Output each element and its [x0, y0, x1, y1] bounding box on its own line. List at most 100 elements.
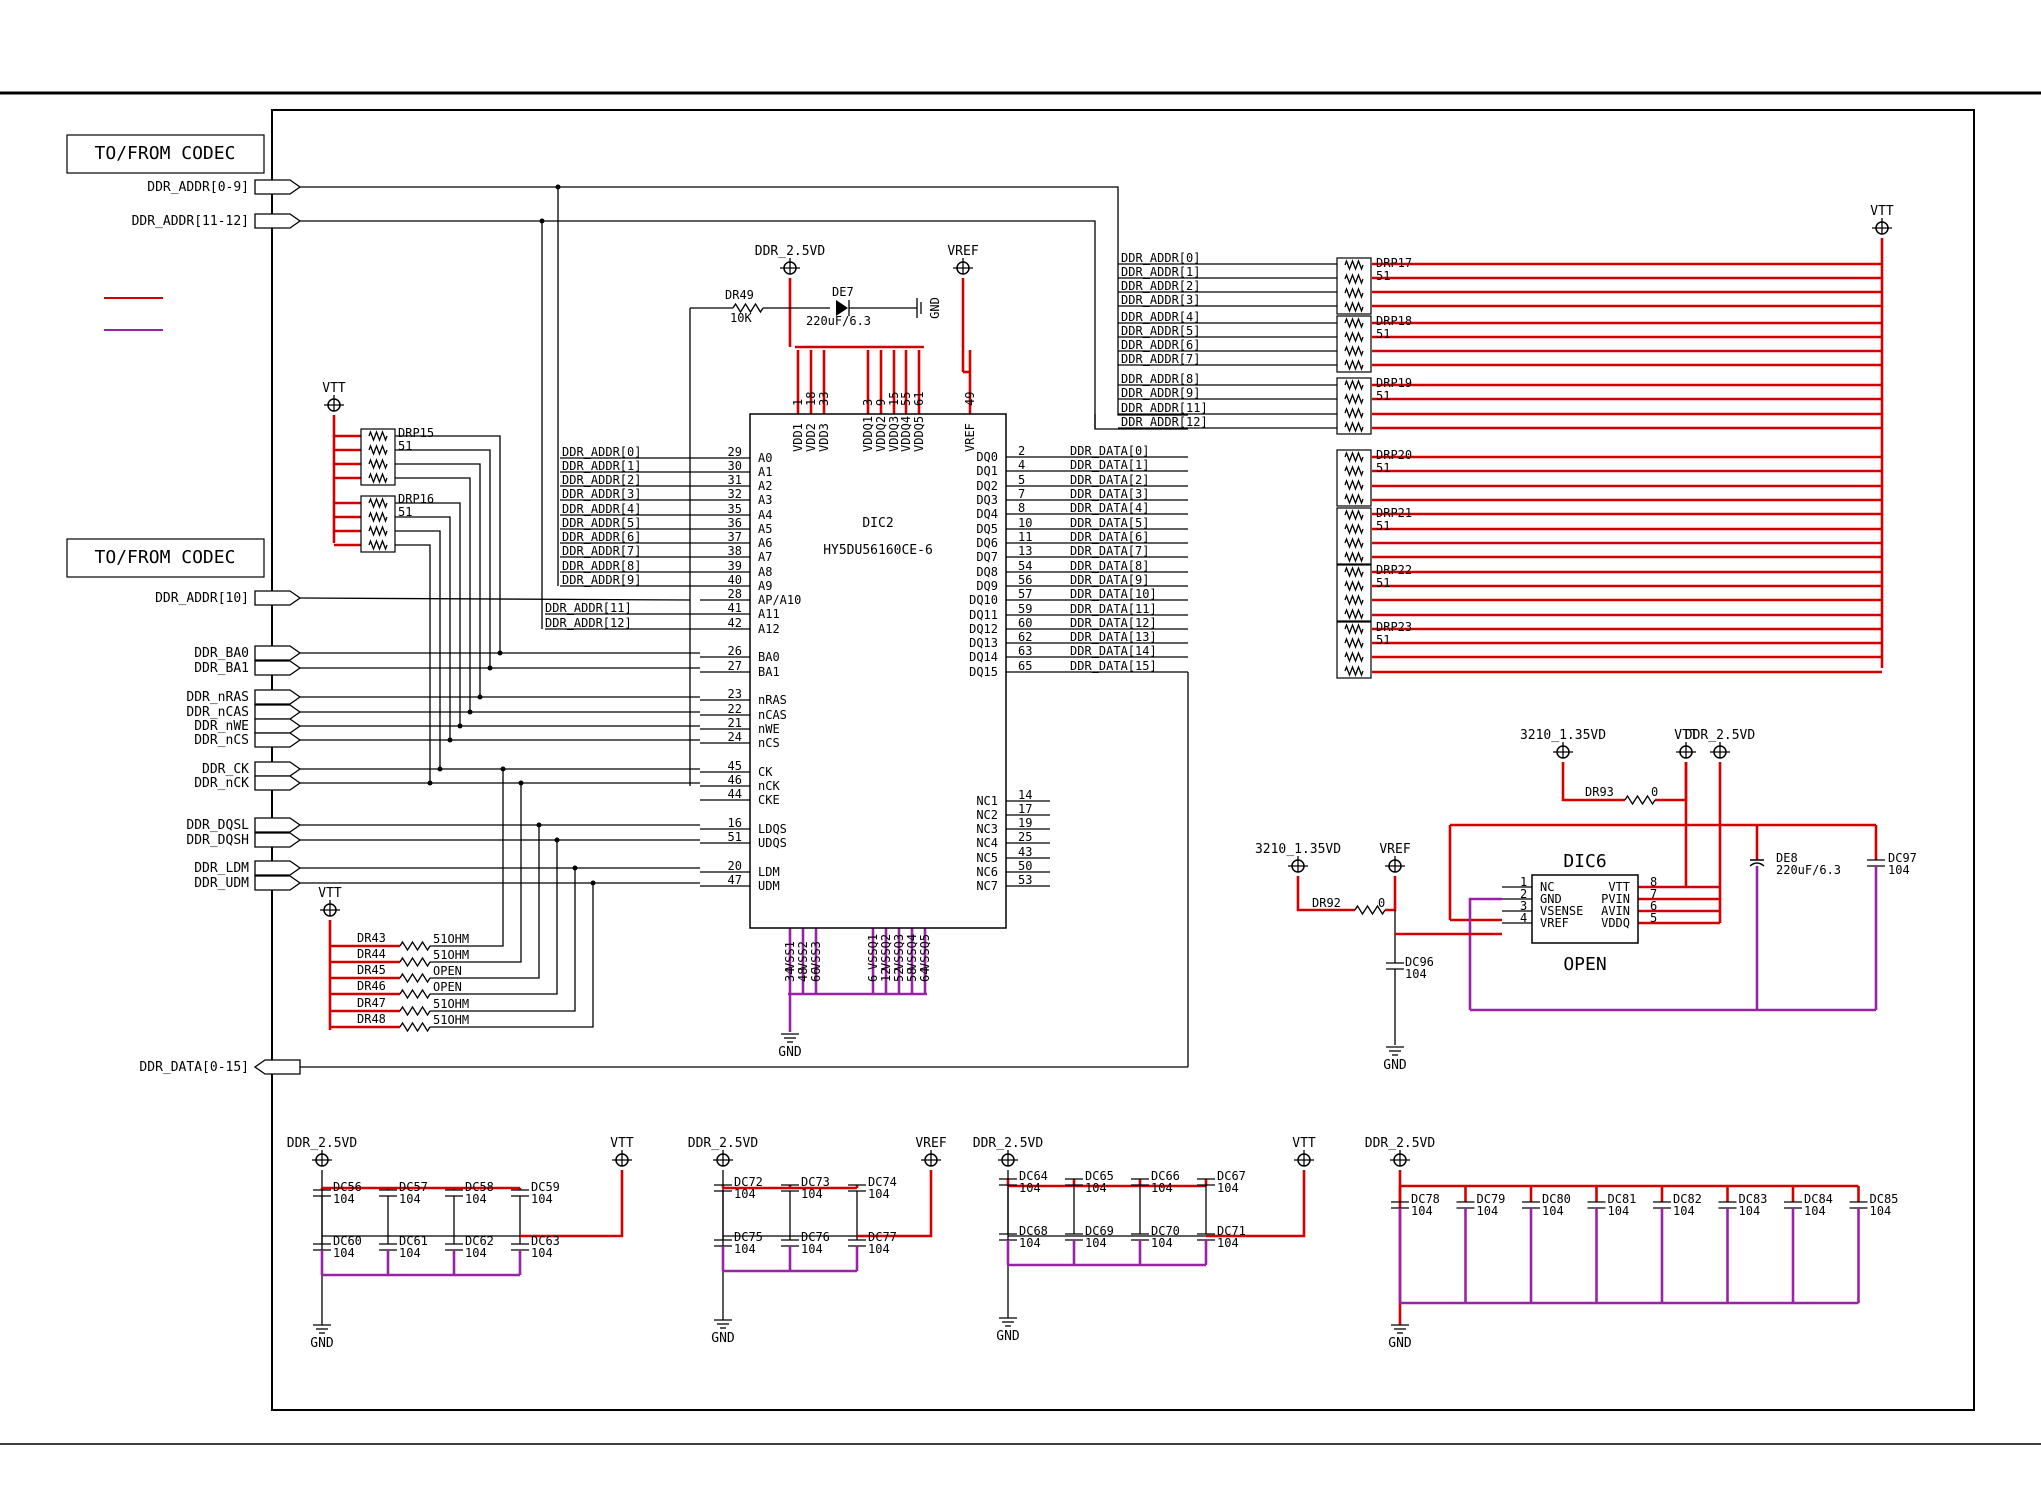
decap-1-right-label: VREF — [915, 1136, 946, 1151]
dic6-left-pin-num: 1 — [1520, 875, 1527, 889]
decap-3-left-symbol — [1393, 1153, 1407, 1167]
dic2-vss-pin-name: VSSQ5 — [918, 934, 932, 970]
dic6-left-pin-name: NC — [1540, 880, 1554, 894]
junction-dot — [447, 737, 453, 743]
dic6-ref: DIC6 — [1563, 851, 1606, 872]
decap-2-left-symbol — [1001, 1153, 1015, 1167]
dr92-val: 0 — [1378, 896, 1385, 910]
term-ref: DR46 — [357, 979, 386, 993]
dic6-right-pin-name: AVIN — [1601, 904, 1630, 918]
dr92-right — [1385, 876, 1397, 912]
dic2-left-pin-name: A4 — [758, 508, 772, 522]
n3210-top-label: 3210_1.35VD — [1520, 728, 1606, 743]
vtt-term-label: VTT — [318, 886, 342, 901]
dic2-left-pin-num: 35 — [728, 502, 742, 516]
decap-top-val: 104 — [465, 1192, 487, 1206]
decap-bottom-ref: DC77 — [868, 1230, 897, 1244]
dic2-left-pin-name: A1 — [758, 465, 772, 479]
dic2-addr-net-label: DDR_ADDR[4] — [562, 502, 641, 516]
sheet-frame — [271, 109, 1975, 1411]
dic6-left-pin-name: VREF — [1540, 916, 1569, 930]
decap-top-ref: DC85 — [1870, 1192, 1899, 1206]
dr49-resistor — [732, 302, 764, 314]
drp16-body-element — [368, 539, 388, 551]
right-addr-label: DDR_ADDR[7] — [1121, 352, 1200, 366]
dic2-right-pin-name: DQ7 — [976, 550, 998, 564]
dic2-right-pin-num: 10 — [1018, 516, 1032, 530]
dr49-ref: DR49 — [725, 288, 754, 302]
decap-top-val: 104 — [1151, 1181, 1173, 1195]
dic2-left-pin-num: 16 — [728, 816, 742, 830]
dic6-right-pin-num: 5 — [1650, 911, 1657, 925]
dic2-data-net-label: DDR_DATA[7] — [1070, 544, 1149, 558]
decap-top-ref: DC65 — [1085, 1169, 1114, 1183]
right-addr-label: DDR_ADDR[0] — [1121, 251, 1200, 265]
decap-top-val: 104 — [1739, 1204, 1761, 1218]
dic2-left-pin-num: 45 — [728, 759, 742, 773]
dic2-data-net-label: DDR_DATA[5] — [1070, 516, 1149, 530]
dic2-vss-pin-num: 48 — [796, 968, 810, 982]
decap-top-val: 104 — [1542, 1204, 1564, 1218]
dic2-right-pin-num: 56 — [1018, 573, 1032, 587]
dic2-part: HY5DU56160CE-6 — [823, 543, 933, 558]
dic6-right-pin-name: PVIN — [1601, 892, 1630, 906]
dic2-nc-pin-name: NC3 — [976, 822, 998, 836]
term-ref: DR45 — [357, 963, 386, 977]
term-ref: DR47 — [357, 996, 386, 1010]
dic2-left-pin-num: 44 — [728, 787, 742, 801]
junction-dot — [590, 880, 596, 886]
dic2-right-pin-name: DQ4 — [976, 507, 998, 521]
dic2-right-pin-num: 7 — [1018, 487, 1025, 501]
drp-right-body-element — [1344, 421, 1364, 433]
dr93-right — [1655, 762, 1688, 802]
term-net — [430, 840, 558, 995]
dic6-gnd-label: GND — [1383, 1058, 1407, 1073]
drp-right-body-element — [1344, 407, 1364, 419]
decap-top-ref: DC81 — [1608, 1192, 1637, 1206]
drp-right-body-element — [1344, 580, 1364, 592]
decap-bottom-ref: DC60 — [333, 1234, 362, 1248]
drp-right-body — [1336, 315, 1372, 373]
decap-2-gnd-label: GND — [996, 1329, 1020, 1344]
dic2-nc-pin-name: NC5 — [976, 851, 998, 865]
decap-top-val: 104 — [531, 1192, 553, 1206]
dic2-right-pin-num: 65 — [1018, 659, 1032, 673]
term-net — [430, 868, 576, 1012]
dic2-nc-pin-num: 50 — [1018, 859, 1032, 873]
dic2-vdd-pin-num: 15 — [887, 392, 901, 406]
dic2-left-pin-name: UDQS — [758, 836, 787, 850]
port-11 — [254, 817, 302, 833]
drp-right-ref: DRP23 — [1376, 620, 1412, 634]
dic2-gnd-label: GND — [778, 1045, 802, 1060]
dic2-vdd-pin-num: 49 — [963, 392, 977, 406]
drp-right-ref: DRP18 — [1376, 314, 1412, 328]
decap-top-val: 104 — [868, 1187, 890, 1201]
term-val: 51OHM — [433, 932, 469, 946]
dic2-nc-pin-name: NC2 — [976, 808, 998, 822]
term-resistor — [399, 972, 431, 984]
dic2-data-net-label: DDR_DATA[11] — [1070, 602, 1157, 616]
dc96-val: 104 — [1405, 967, 1427, 981]
dic2-left-pin-num: 27 — [728, 659, 742, 673]
dic2-vss-pin-num: 34 — [783, 968, 797, 982]
dic2-right-pin-num: 54 — [1018, 559, 1032, 573]
drp-right-body-element — [1344, 393, 1364, 405]
dic2-right-pin-num: 5 — [1018, 473, 1025, 487]
decap-bottom-ref: DC62 — [465, 1234, 494, 1248]
dic2-left-pin-num: 32 — [728, 487, 742, 501]
dic6-right-pin-num: 7 — [1650, 887, 1657, 901]
right-addr-label: DDR_ADDR[9] — [1121, 386, 1200, 400]
dic2-vss-pin-num: 58 — [905, 968, 919, 982]
port-9 — [254, 761, 302, 777]
dic2-right-pin-name: DQ0 — [976, 450, 998, 464]
port-2 — [254, 590, 302, 606]
dic6-body — [1531, 874, 1639, 944]
de8-cap — [1749, 859, 1765, 867]
drp16-body-element — [368, 525, 388, 537]
decap-top-ref: DC56 — [333, 1180, 362, 1194]
dr93-resistor — [1624, 794, 1656, 806]
decap-bottom-ref: DC68 — [1019, 1224, 1048, 1238]
dic6-right-pin-name: VTT — [1608, 880, 1630, 894]
dic2-left-pin-num: 37 — [728, 530, 742, 544]
